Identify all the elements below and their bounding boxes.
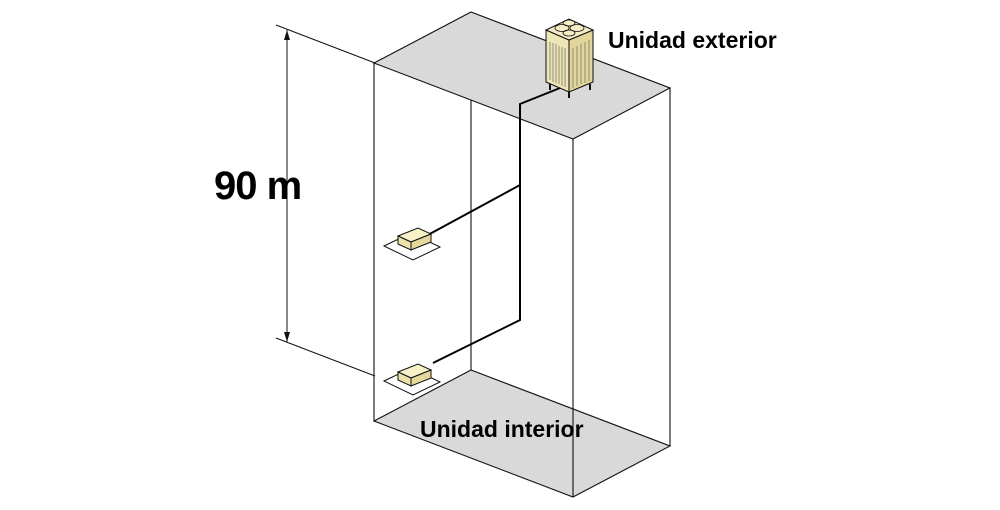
indoor-unit-label: Unidad interior	[420, 416, 584, 442]
outdoor-unit-icon	[544, 18, 595, 98]
indoor-unit-icon	[382, 363, 442, 396]
outdoor-unit-label: Unidad exterior	[608, 27, 777, 53]
building-box	[372, 11, 672, 498]
refrigerant-pipe	[425, 87, 561, 364]
indoor-unit-icon	[382, 227, 442, 261]
height-label: 90 m	[214, 164, 301, 208]
height-dimension	[275, 24, 376, 377]
